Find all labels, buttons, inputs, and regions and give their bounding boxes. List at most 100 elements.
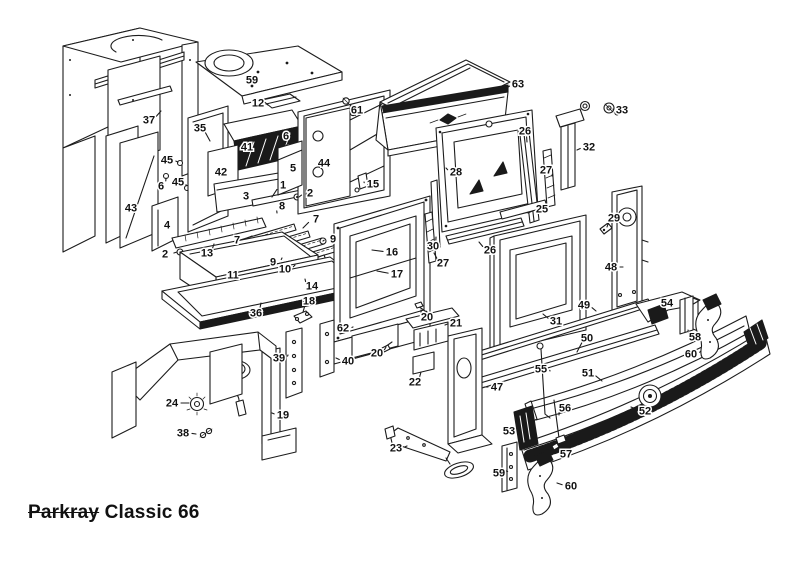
leader-line	[478, 241, 484, 248]
part-number-label: 19	[277, 410, 289, 422]
part-number-label: 12	[252, 98, 264, 110]
part-number-label: 42	[215, 167, 227, 179]
part-number-label: 43	[125, 203, 137, 215]
leader-line	[204, 132, 211, 142]
part-43-side-plates	[105, 125, 191, 256]
leader-line	[445, 167, 449, 171]
part-number-label: 60	[685, 349, 697, 361]
part-number-label: 35	[194, 123, 206, 135]
part-number-label: 1	[280, 180, 286, 192]
leader-line	[630, 406, 637, 410]
part-number-label: 21	[450, 318, 462, 330]
leader-line	[527, 210, 534, 214]
part-number-label: 9	[330, 234, 336, 246]
part-number-label: 45	[161, 155, 173, 167]
part-number-label: 59	[493, 468, 505, 480]
part-36-base-tray	[161, 256, 369, 330]
part-number-label: 44	[318, 158, 331, 170]
part-number-label: 45	[172, 177, 184, 189]
part-number-label: 31	[550, 316, 562, 328]
leader-line	[404, 445, 408, 448]
part-number-label: 17	[391, 269, 403, 281]
part-number-label: 49	[578, 300, 590, 312]
part-number-label: 10	[279, 264, 291, 276]
part-number-label: 30	[427, 241, 439, 253]
leader-line	[444, 323, 448, 326]
part-number-label: 61	[351, 105, 363, 117]
part-47-support-panel	[447, 327, 493, 454]
leader-line	[559, 447, 562, 450]
leader-line	[335, 357, 340, 361]
part-number-label: 37	[143, 115, 155, 127]
part-number-label: 8	[279, 201, 285, 213]
leader-line	[245, 235, 253, 240]
leader-line	[298, 194, 303, 198]
part-number-label: 57	[560, 449, 572, 461]
part-number-label: 2	[307, 188, 313, 200]
part-number-label: 6	[283, 131, 289, 143]
part-number-label: 3	[243, 191, 249, 203]
part-number-label: 5	[290, 163, 296, 175]
part-number-label: 39	[273, 353, 285, 365]
leader-line	[591, 307, 597, 312]
leader-line	[433, 252, 438, 260]
part-number-label: 36	[250, 308, 262, 320]
leader-line	[419, 371, 422, 378]
leader-line	[322, 239, 325, 242]
part-number-label: 20	[371, 348, 383, 360]
leader-line	[271, 188, 278, 198]
leader-line	[155, 110, 162, 117]
leader-line	[302, 221, 310, 229]
leader-line	[211, 243, 215, 249]
part-23-foot-bracket	[384, 425, 474, 479]
part-number-label: 26	[484, 245, 496, 257]
part-number-label: 53	[503, 426, 515, 438]
part-number-label: 16	[386, 247, 398, 259]
leader-line	[699, 350, 702, 353]
part-number-label: 33	[616, 105, 628, 117]
labels-layer: 1223456677899101112131415161718192020212…	[123, 73, 702, 494]
leader-line	[191, 432, 197, 435]
leader-line	[349, 104, 352, 107]
part-number-label: 47	[491, 382, 503, 394]
part-number-label: 29	[608, 213, 620, 225]
part-number-label: 25	[536, 204, 548, 216]
part-number-label: 7	[234, 235, 240, 247]
part-number-label: 55	[535, 364, 547, 376]
leader-line	[376, 270, 389, 274]
part-number-label: 54	[661, 298, 674, 310]
part-number-label: 2	[162, 249, 168, 261]
leader-line	[576, 147, 581, 151]
part-number-label: 32	[583, 142, 595, 154]
leader-line	[687, 329, 690, 334]
leader-line	[292, 264, 296, 268]
part-fender	[111, 331, 277, 439]
leader-line	[271, 412, 275, 415]
part-number-label: 24	[166, 398, 179, 410]
part-number-label: 13	[201, 248, 213, 260]
leader-line	[576, 342, 583, 353]
part-21-catch-assembly	[381, 301, 460, 375]
part-number-label: 62	[337, 323, 349, 335]
leader-line	[280, 257, 283, 261]
part-number-label: 18	[303, 296, 315, 308]
part-16-inner-door-frame	[333, 195, 431, 365]
part-number-label: 9	[270, 257, 276, 269]
part-number-label: 48	[605, 262, 617, 274]
part-48-side-panel	[599, 185, 649, 314]
leader-line	[658, 306, 662, 312]
part-number-label: 60	[565, 481, 577, 493]
model-name: Classic 66	[99, 502, 200, 523]
part-number-label: 50	[581, 333, 593, 345]
part-number-label: 58	[689, 332, 701, 344]
part-number-label: 28	[450, 167, 462, 179]
leader-line	[542, 313, 549, 319]
leader-line	[266, 103, 269, 106]
part-number-label: 4	[164, 220, 171, 232]
part-number-label: 14	[306, 281, 319, 293]
leader-line	[606, 222, 610, 228]
part-number-label: 26	[519, 126, 531, 138]
part-28-glass-panel-group	[424, 109, 556, 264]
